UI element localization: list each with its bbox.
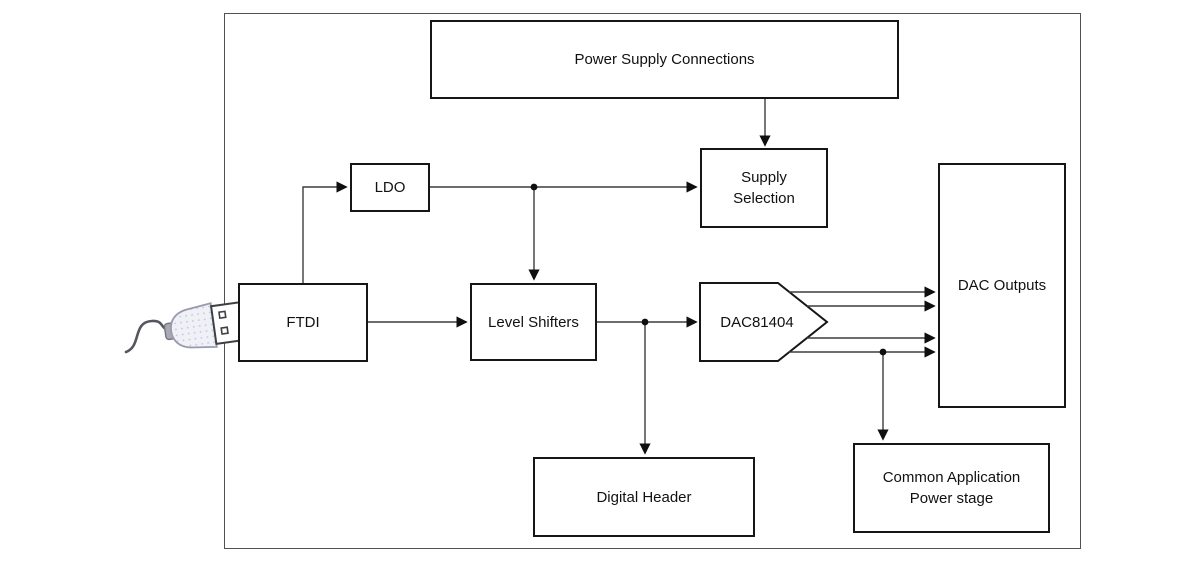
usb-cable (124, 319, 172, 354)
node-dac81404-shape (699, 282, 829, 362)
node-label: Power Supply Connections (574, 51, 755, 68)
usb-plug-icon (124, 301, 247, 354)
node-ldo: LDO (350, 163, 430, 212)
junction-dot (530, 183, 538, 191)
node-common-application-power-stage: Common Application Power stage (853, 443, 1050, 533)
node-label: Level Shifters (488, 313, 579, 331)
edge-ftdi-to-ldo (302, 181, 348, 283)
node-dac81404: DAC81404 (702, 283, 812, 361)
node-ftdi: FTDI (238, 283, 368, 362)
node-level-shifters: Level Shifters (470, 283, 597, 361)
node-label: DAC Outputs (957, 277, 1047, 294)
node-label: Digital Header (596, 488, 692, 506)
node-digital-header: Digital Header (533, 457, 755, 537)
junction-dot (641, 318, 649, 326)
node-dac-outputs: DAC Outputs (938, 163, 1066, 408)
node-supply-selection: Supply Selection (700, 148, 828, 228)
usb-body (170, 302, 218, 349)
board-boundary (224, 13, 1081, 549)
node-label: LDO (374, 179, 406, 196)
node-label: DAC81404 (720, 313, 794, 331)
node-label: Common Application Power stage (882, 469, 1021, 507)
node-label: Supply Selection (733, 169, 795, 207)
node-label: FTDI (286, 314, 320, 331)
junction-dot (879, 348, 887, 356)
usb-contact-hole (218, 310, 227, 320)
usb-contact-hole (220, 326, 229, 335)
node-power-supply-connections: Power Supply Connections (430, 20, 899, 99)
